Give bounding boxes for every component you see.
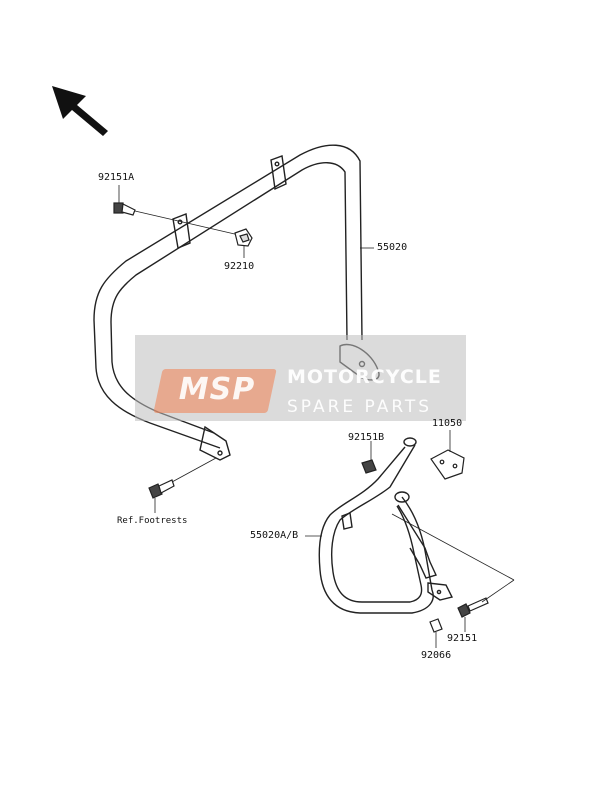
watermark-line-1: MOTORCYCLE: [287, 366, 442, 388]
label-92210: 92210: [224, 261, 255, 272]
watermark-logo-text: MSP: [178, 372, 256, 407]
label-92151A: 92151A: [98, 172, 135, 183]
bolt-ref-footrests-icon: [148, 457, 217, 513]
watermark-line-2: SPARE PARTS: [287, 397, 433, 417]
label-92066: 92066: [421, 650, 452, 661]
label-ref-footrests: Ref.Footrests: [117, 516, 188, 526]
bracket-11050-icon: [430, 430, 465, 480]
label-55020: 55020: [377, 242, 408, 253]
bolt-92151A-icon: [113, 202, 240, 236]
cap-nut-92210-icon: [234, 228, 253, 258]
label-55020AB: 55020A/B: [250, 530, 299, 541]
label-92151: 92151: [447, 633, 478, 644]
engine-guard-55020AB: [318, 437, 454, 614]
direction-arrow-icon: [52, 86, 108, 136]
label-92151B: 92151B: [348, 432, 385, 443]
bolt-92151B-icon: [361, 441, 377, 474]
label-11050: 11050: [432, 418, 463, 429]
cap-92066-icon: [429, 618, 443, 648]
bolt-92151-icon: [391, 513, 515, 632]
